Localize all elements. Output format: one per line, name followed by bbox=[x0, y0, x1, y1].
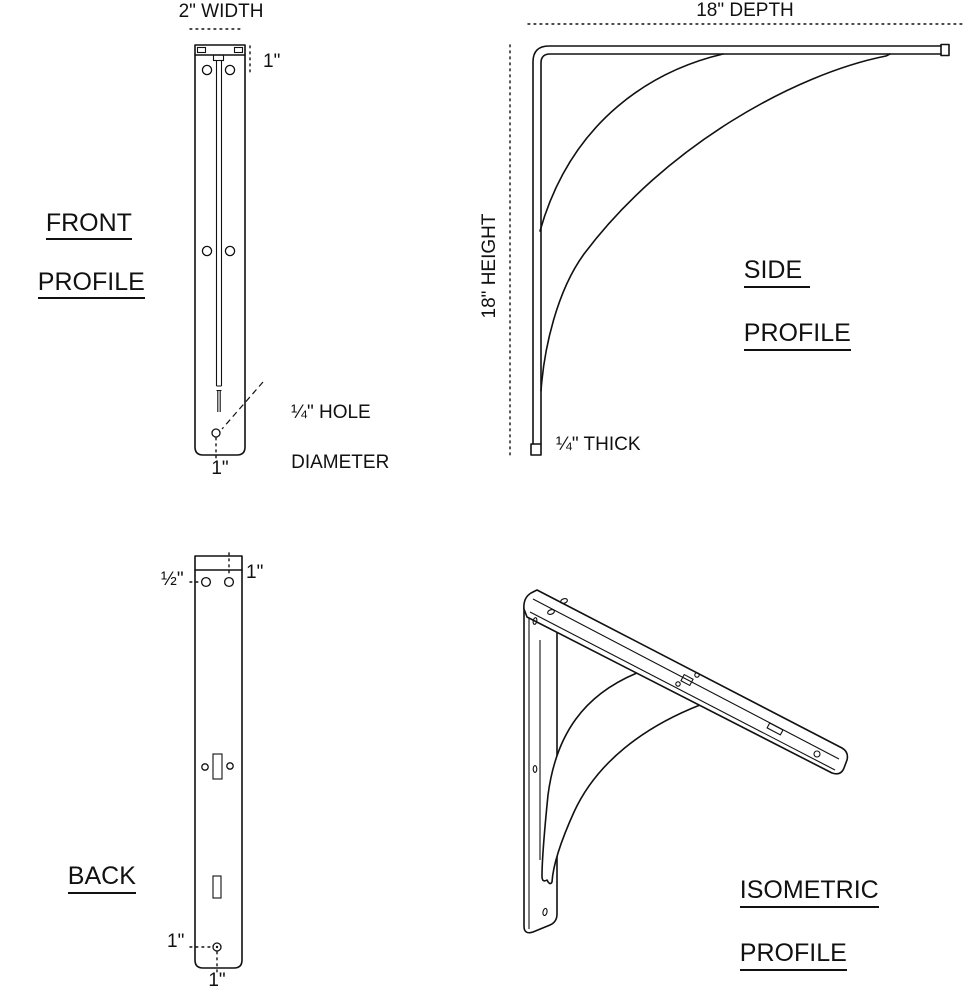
front-bottom-hole-dimension-label: 1" bbox=[211, 458, 229, 479]
side-profile-title: SIDE PROFILE bbox=[716, 225, 851, 381]
back-bottom-center-dimension-label: 1" bbox=[208, 970, 226, 990]
back-view-title: BACK bbox=[40, 831, 136, 924]
isometric-drawing bbox=[523, 589, 849, 934]
back-bottom-side-dimension-label: 1" bbox=[167, 931, 185, 952]
hole-note-line1: ¼" HOLE bbox=[291, 402, 371, 423]
back-upper-slot bbox=[212, 753, 223, 780]
front-center-slot bbox=[215, 60, 223, 412]
isometric-profile-title: ISOMETRIC PROFILE bbox=[712, 845, 879, 990]
front-title-line1: FRONT bbox=[45, 209, 132, 240]
back-half-inch-dimension-label: ½" bbox=[161, 569, 184, 590]
iso-arm-end-slot bbox=[766, 722, 784, 736]
side-lower-brace-curve bbox=[540, 53, 891, 392]
iso-title-line2: PROFILE bbox=[739, 938, 847, 971]
front-profile-drawing bbox=[189, 28, 264, 459]
hole-note-line2: DIAMETER bbox=[291, 452, 390, 473]
back-top-hole-dimension-label: 1" bbox=[246, 562, 264, 583]
front-plate-outline bbox=[194, 44, 246, 456]
hole-note-leader-line bbox=[221, 381, 264, 430]
back-plate-outline bbox=[194, 555, 243, 969]
side-depth-dimension-label: 18" DEPTH bbox=[696, 0, 794, 21]
hole-diameter-note: ¼" HOLE DIAMETER bbox=[270, 375, 389, 500]
front-width-dimension-label: 2" WIDTH bbox=[178, 1, 264, 22]
iso-curved-brace bbox=[541, 672, 701, 885]
side-height-dimension-label: 18" HEIGHT bbox=[479, 213, 500, 319]
back-drawing bbox=[189, 552, 243, 973]
front-top-offset-dimension-label: 1" bbox=[263, 51, 281, 72]
side-title-line2: PROFILE bbox=[743, 318, 851, 351]
back-lower-slot bbox=[212, 875, 222, 899]
back-title-text: BACK bbox=[67, 861, 136, 894]
iso-arm-center-slot bbox=[680, 673, 694, 687]
front-title-line2: PROFILE bbox=[37, 268, 145, 299]
iso-title-line1: ISOMETRIC bbox=[739, 875, 879, 908]
side-profile-drawing bbox=[509, 23, 964, 458]
side-thickness-note: ¼" THICK bbox=[556, 434, 641, 455]
side-upper-brace-curve bbox=[539, 53, 724, 232]
side-title-line1: SIDE bbox=[743, 255, 811, 288]
front-profile-title: FRONT PROFILE bbox=[10, 181, 145, 327]
